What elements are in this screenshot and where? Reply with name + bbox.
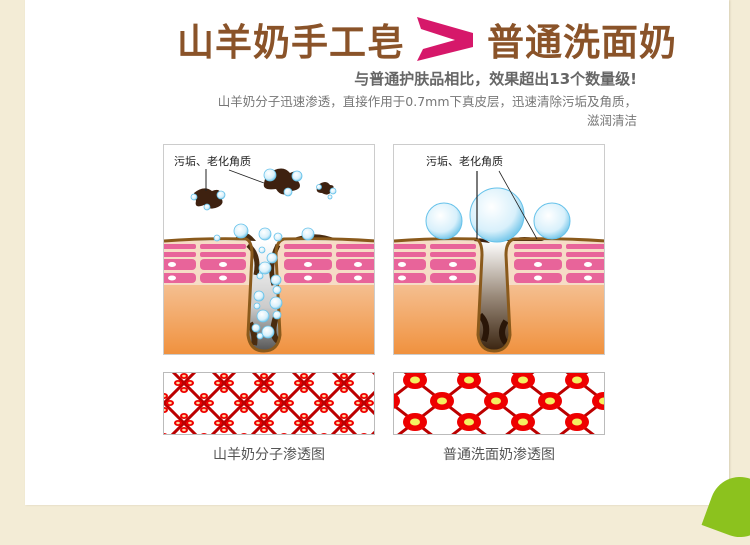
- dirt-label: 污垢、老化角质: [426, 155, 503, 168]
- description: 山羊奶分子迅速渗透，直接作用于0.7mm下真皮层，迅速清除污垢及角质，滋润清洁: [217, 94, 637, 128]
- headline-right: 普通洗面奶: [487, 21, 677, 64]
- penetration-pattern-fine: [164, 373, 374, 434]
- headline-left: 山羊奶手工皂: [177, 21, 405, 64]
- skin-cross-section: [394, 170, 604, 354]
- skin-cross-section: [164, 168, 374, 354]
- subtitle: 与普通护肤品相比，效果超出13个数量级!: [354, 70, 637, 88]
- headline: 山羊奶手工皂 普通洗面奶: [177, 12, 677, 66]
- penetration-pattern-coarse: [394, 373, 604, 434]
- bubbles: [425, 187, 571, 243]
- goat-milk-penetration-pattern: [163, 372, 375, 435]
- goat-milk-caption: 山羊奶分子渗透图: [213, 447, 325, 463]
- cleanser-penetration-pattern: [393, 372, 605, 435]
- content-panel: [25, 0, 729, 505]
- cleanser-skin-diagram: 污垢、老化角质: [393, 144, 605, 355]
- dirt-label: 污垢、老化角质: [174, 155, 251, 168]
- greater-than-icon: [417, 17, 473, 61]
- cleanser-caption: 普通洗面奶渗透图: [443, 447, 555, 463]
- bubbles: [190, 168, 337, 340]
- goat-milk-skin-diagram: 污垢、老化角质: [163, 144, 375, 355]
